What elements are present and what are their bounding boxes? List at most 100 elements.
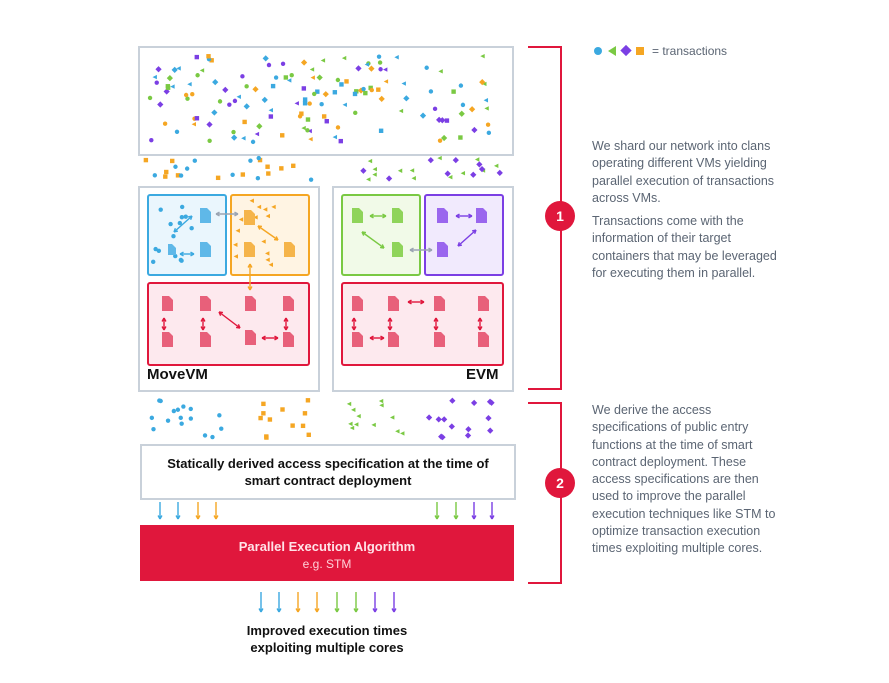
transaction-dot <box>307 128 312 134</box>
arrow-head <box>409 247 414 253</box>
arrow-icon <box>283 317 289 331</box>
document-icon <box>434 332 445 347</box>
arrow-head <box>161 317 167 322</box>
movevm-red-shard <box>147 282 310 366</box>
arrow-icon <box>433 317 439 331</box>
arrow-head <box>234 211 239 217</box>
transaction-dot <box>163 174 168 179</box>
arrow-head <box>213 515 219 520</box>
transaction-dot <box>316 74 323 81</box>
transaction-dot <box>493 163 499 169</box>
transaction-dot <box>312 91 317 97</box>
arrow-icon <box>387 317 393 331</box>
section-1-badge: 1 <box>545 201 575 231</box>
arrow-head <box>258 608 264 613</box>
transaction-dot <box>164 169 169 175</box>
transaction-dot <box>232 98 238 104</box>
arrow-head <box>387 326 393 331</box>
arrow-head <box>353 608 359 613</box>
transaction-dot <box>376 87 381 92</box>
arrow-head <box>218 311 224 316</box>
transaction-dot <box>156 248 162 254</box>
transaction-dot <box>261 96 268 104</box>
transaction-dot <box>264 435 269 440</box>
transaction-dot <box>367 158 373 164</box>
transaction-dot <box>250 139 256 145</box>
transaction-dot <box>249 198 254 203</box>
arrow-head <box>477 326 483 331</box>
transaction-dot <box>266 62 272 68</box>
transaction-dot <box>231 134 238 141</box>
transaction-dot <box>377 60 383 65</box>
transaction-dot <box>240 74 245 79</box>
down-arrow <box>434 502 440 520</box>
transaction-dot <box>179 258 184 263</box>
transaction-dot <box>279 166 284 171</box>
transaction-dot <box>190 92 195 97</box>
transaction-dot <box>364 62 370 67</box>
transaction-dot <box>322 91 329 98</box>
transaction-dot <box>344 79 349 84</box>
transaction-dot <box>210 434 215 440</box>
arrow-head <box>257 225 263 230</box>
transaction-dot <box>265 164 270 169</box>
transaction-dot <box>320 58 326 63</box>
transaction-dot <box>302 101 308 106</box>
arrow-head <box>295 608 301 613</box>
document-icon <box>200 296 211 311</box>
arrow-shaft <box>257 225 279 241</box>
transaction-dot <box>176 66 181 71</box>
transaction-dot <box>403 95 410 102</box>
evm-green-shard <box>341 194 421 276</box>
transaction-dot <box>170 84 175 89</box>
transaction-dot <box>283 75 289 80</box>
transaction-dot <box>372 167 377 172</box>
transaction-dot <box>458 83 464 88</box>
cross-shard-arrow <box>215 211 239 217</box>
transaction-dot <box>157 101 164 108</box>
arrow-head <box>420 299 425 305</box>
transaction-dot <box>183 214 188 219</box>
parallel-execution-algorithm-box: Parallel Execution Algorithm e.g. STM <box>140 525 514 581</box>
transaction-dot <box>240 172 246 177</box>
arrow-head <box>283 326 289 331</box>
transaction-dot <box>355 65 362 72</box>
document-icon <box>388 332 399 347</box>
transaction-dot <box>332 90 338 95</box>
arrow-head <box>407 299 412 305</box>
transaction-dot <box>480 53 485 59</box>
transaction-dot <box>185 96 190 101</box>
transaction-dot <box>471 126 478 134</box>
transaction-dot <box>437 155 442 161</box>
transaction-dot <box>339 82 344 87</box>
arrow-head <box>369 335 374 341</box>
transaction-dot <box>385 175 393 182</box>
transaction-dot <box>301 125 306 131</box>
document-icon <box>352 332 363 347</box>
arrow-icon <box>369 335 385 341</box>
document-icon <box>245 330 256 345</box>
transaction-dot <box>212 79 219 86</box>
down-arrow <box>213 502 219 520</box>
transaction-dot <box>194 116 200 121</box>
transaction-dot <box>268 108 273 113</box>
access-specification-box: Statically derived access specification … <box>140 444 516 500</box>
arrow-head <box>175 515 181 520</box>
transaction-dot <box>152 74 157 80</box>
evm-red-shard <box>341 282 504 366</box>
transaction-dot <box>309 67 315 72</box>
down-arrow <box>391 592 397 613</box>
transaction-dot <box>222 86 229 93</box>
transaction-dot <box>165 418 171 423</box>
transaction-dot <box>188 406 193 412</box>
transaction-dot <box>400 431 405 436</box>
transaction-dot <box>437 138 443 143</box>
section-2-paragraph: We derive the access specifications of p… <box>592 403 776 556</box>
transaction-dot <box>267 417 273 422</box>
transaction-dot <box>153 246 158 252</box>
cross-shard-arrow <box>247 263 253 291</box>
transaction-dot <box>219 426 224 431</box>
transaction-dot <box>177 220 183 226</box>
transaction-dot <box>435 416 442 423</box>
transaction-dot <box>175 407 181 412</box>
